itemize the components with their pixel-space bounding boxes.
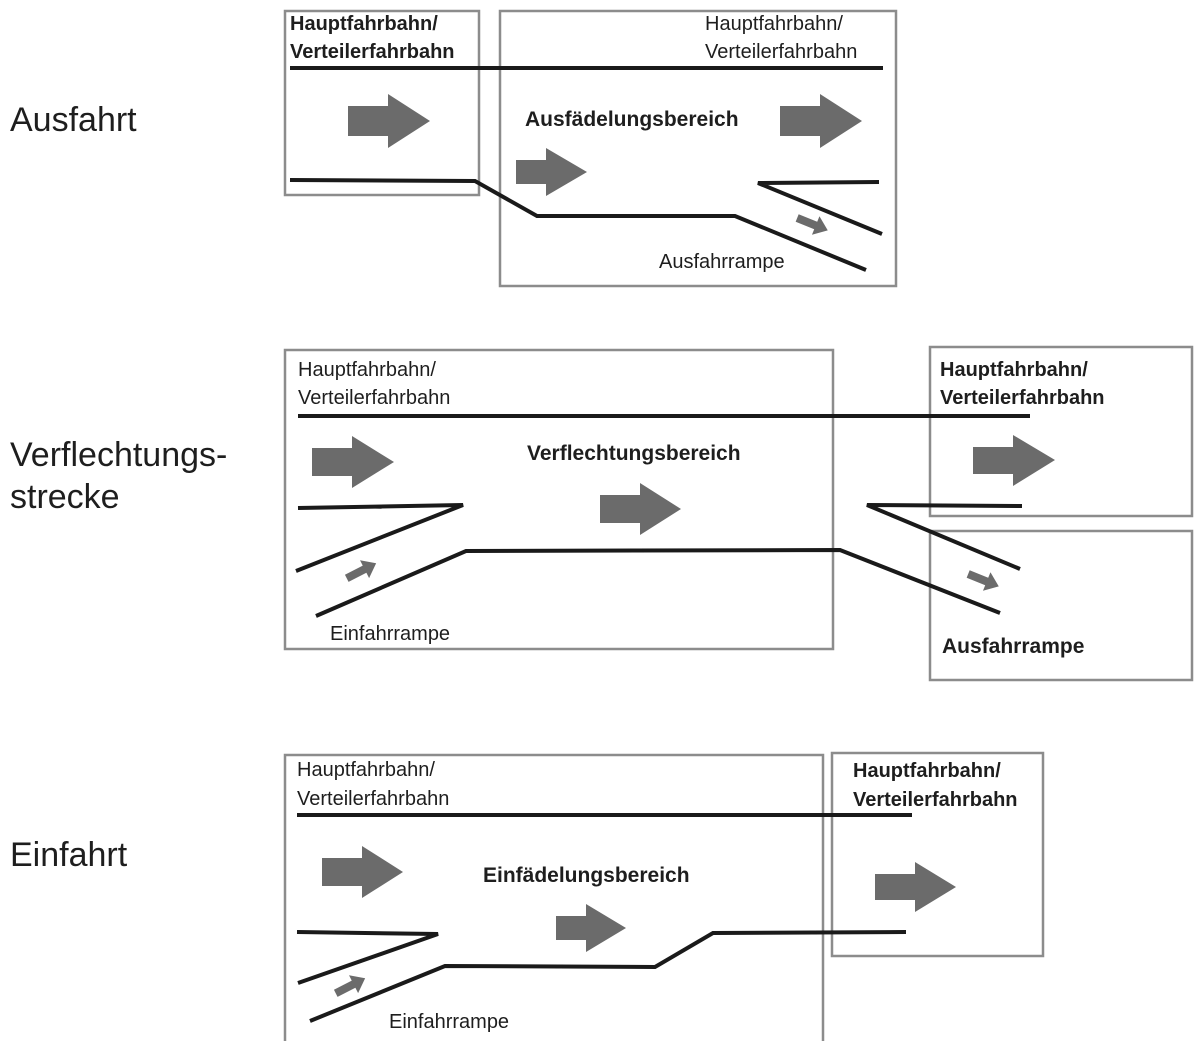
frame-main-road-after xyxy=(928,345,1194,518)
main-road-label-bold-line2: Verteilerfahrbahn xyxy=(290,41,455,63)
road-edge-bottom xyxy=(309,930,907,1023)
area-label-einfaedelung: Einfädelungsbereich xyxy=(483,864,690,887)
row-einfahrt: Einfahrt Hauptfahrbahn/ Verteilerfahrbah… xyxy=(10,751,1045,1041)
ramp-arrow-icon xyxy=(966,570,999,591)
row-verflechtung: Verflechtungs- strecke Hauptfahrbahn/ Ve… xyxy=(10,345,1194,682)
frame-exit-ramp xyxy=(928,529,1194,682)
entry-ramp-gore xyxy=(295,503,464,573)
area-label-verflechtung: Verflechtungsbereich xyxy=(527,442,741,465)
row-ausfahrt: Ausfahrt Hauptfahrbahn/ Verteilerfahrbah… xyxy=(10,9,898,288)
area-label-ausfaedelung: Ausfädelungsbereich xyxy=(525,108,739,131)
frame-merge-area xyxy=(283,753,825,1041)
traffic-arrow-icon xyxy=(322,846,403,898)
row-label-verflechtung-line1: Verflechtungs- xyxy=(10,436,227,474)
exit-ramp-gore xyxy=(866,503,1023,571)
ramp-label-einfahrrampe: Einfahrrampe xyxy=(330,623,450,645)
frame-weaving-area xyxy=(283,348,835,651)
ramp-arrow-icon xyxy=(333,975,366,997)
main-road-label-bold-line2: Verteilerfahrbahn xyxy=(940,387,1105,409)
frame-main-road-before xyxy=(283,9,481,197)
ramp-label-ausfahrrampe: Ausfahrrampe xyxy=(942,635,1084,658)
main-road-label-bold-line1: Hauptfahrbahn/ xyxy=(853,760,1001,782)
main-road-label-line1: Hauptfahrbahn/ xyxy=(705,13,843,35)
main-road-label-line2: Verteilerfahrbahn xyxy=(297,788,449,810)
traffic-arrow-icon xyxy=(312,436,394,488)
row-label-ausfahrt: Ausfahrt xyxy=(10,101,137,139)
main-road-label-bold-line1: Hauptfahrbahn/ xyxy=(290,13,438,35)
row-label-verflechtung-line2: strecke xyxy=(10,478,120,516)
exit-ramp-gore xyxy=(757,180,883,236)
traffic-arrow-icon xyxy=(556,904,626,952)
frame-main-road-after xyxy=(830,751,1045,958)
traffic-arrow-icon xyxy=(600,483,681,535)
traffic-arrow-icon xyxy=(780,94,862,148)
entry-ramp-gore xyxy=(296,930,439,985)
main-road-label-line1: Hauptfahrbahn/ xyxy=(298,359,436,381)
road-edge-bottom xyxy=(289,178,867,272)
main-road-label-bold-line2: Verteilerfahrbahn xyxy=(853,789,1018,811)
main-road-label-line1: Hauptfahrbahn/ xyxy=(297,759,435,781)
main-road-label-line2: Verteilerfahrbahn xyxy=(298,387,450,409)
main-road-label-line2: Verteilerfahrbahn xyxy=(705,41,857,63)
traffic-arrow-icon xyxy=(516,148,587,196)
road-edge-bottom xyxy=(315,547,1001,618)
ramp-label-ausfahrrampe: Ausfahrrampe xyxy=(659,251,785,273)
main-road-label-bold-line1: Hauptfahrbahn/ xyxy=(940,359,1088,381)
traffic-arrow-icon xyxy=(973,435,1055,486)
traffic-arrow-icon xyxy=(348,94,430,148)
frame-diverge-area xyxy=(498,9,898,288)
ramp-arrow-icon xyxy=(344,560,377,582)
row-label-einfahrt: Einfahrt xyxy=(10,836,128,874)
traffic-arrow-icon xyxy=(875,862,956,912)
ramp-label-einfahrrampe: Einfahrrampe xyxy=(389,1011,509,1033)
ramp-arrow-icon xyxy=(795,214,828,235)
